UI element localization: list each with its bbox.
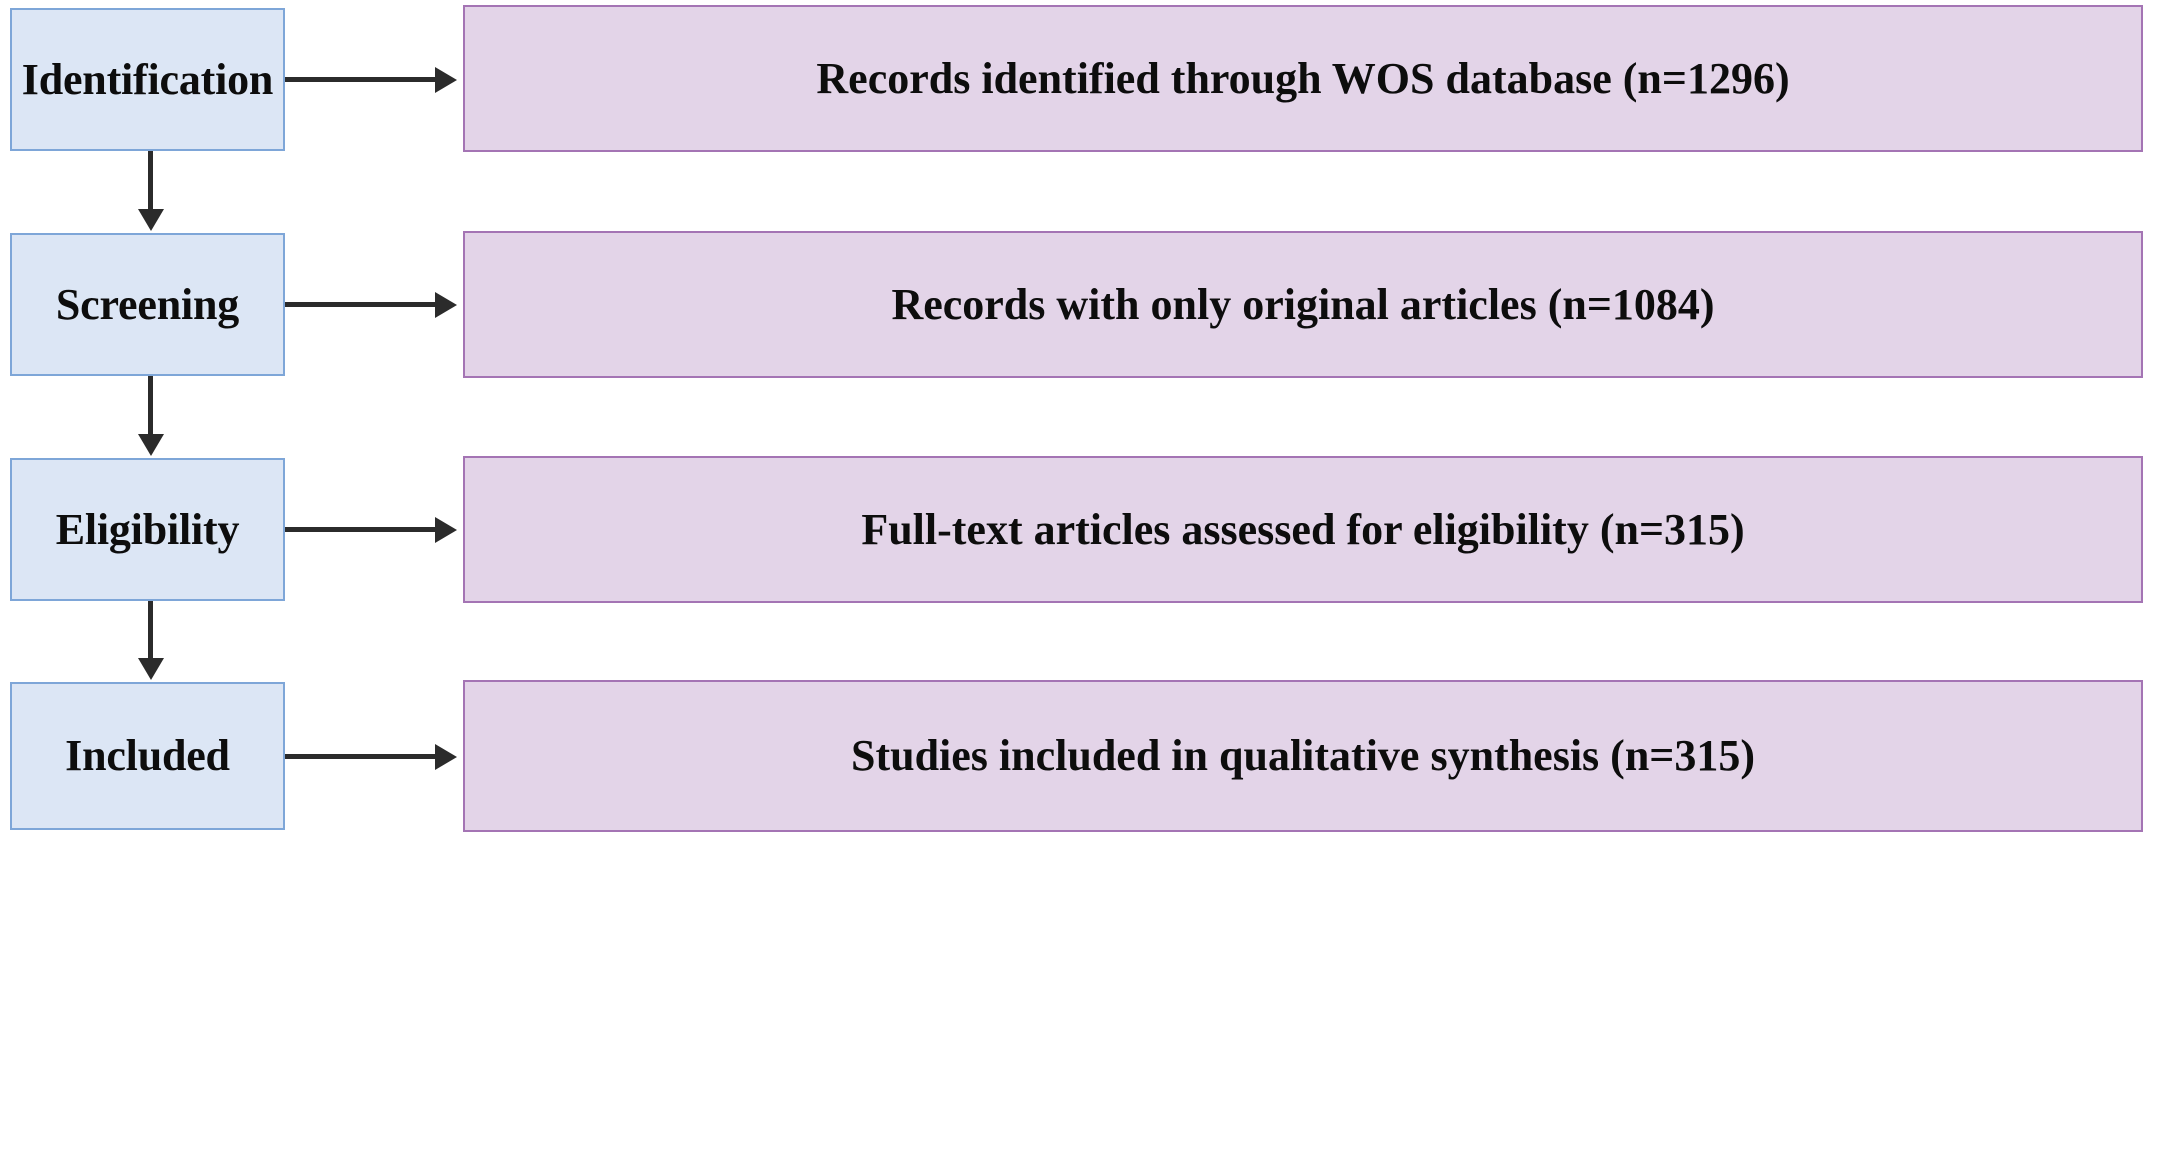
arrow-eligibility-to-included (148, 601, 153, 663)
arrow-identification-to-records (285, 77, 440, 82)
detail-label-identification: Records identified through WOS database … (816, 53, 1790, 103)
stage-label-identification: Identification (21, 54, 274, 104)
arrow-eligibility-to-fulltext (285, 527, 440, 532)
stage-label-screening: Screening (55, 279, 240, 329)
detail-label-screening: Records with only original articles (n=1… (891, 279, 1715, 329)
detail-box-included: Studies included in qualitative synthesi… (463, 680, 2143, 832)
arrow-identification-to-screening (148, 151, 153, 214)
stage-label-included: Included (65, 731, 230, 780)
arrow-screening-to-eligibility (148, 376, 153, 439)
detail-label-eligibility: Full-text articles assessed for eligibil… (861, 504, 1745, 554)
arrow-screening-to-records (285, 302, 440, 307)
stage-label-eligibility: Eligibility (55, 504, 240, 554)
detail-label-included: Studies included in qualitative synthesi… (850, 731, 1756, 780)
detail-box-eligibility: Full-text articles assessed for eligibil… (463, 456, 2143, 603)
stage-box-eligibility: Eligibility (10, 458, 285, 601)
arrow-included-to-studies (285, 754, 440, 759)
stage-box-identification: Identification (10, 8, 285, 151)
detail-box-screening: Records with only original articles (n=1… (463, 231, 2143, 378)
stage-box-screening: Screening (10, 233, 285, 376)
detail-box-identification: Records identified through WOS database … (463, 5, 2143, 152)
stage-box-included: Included (10, 682, 285, 830)
